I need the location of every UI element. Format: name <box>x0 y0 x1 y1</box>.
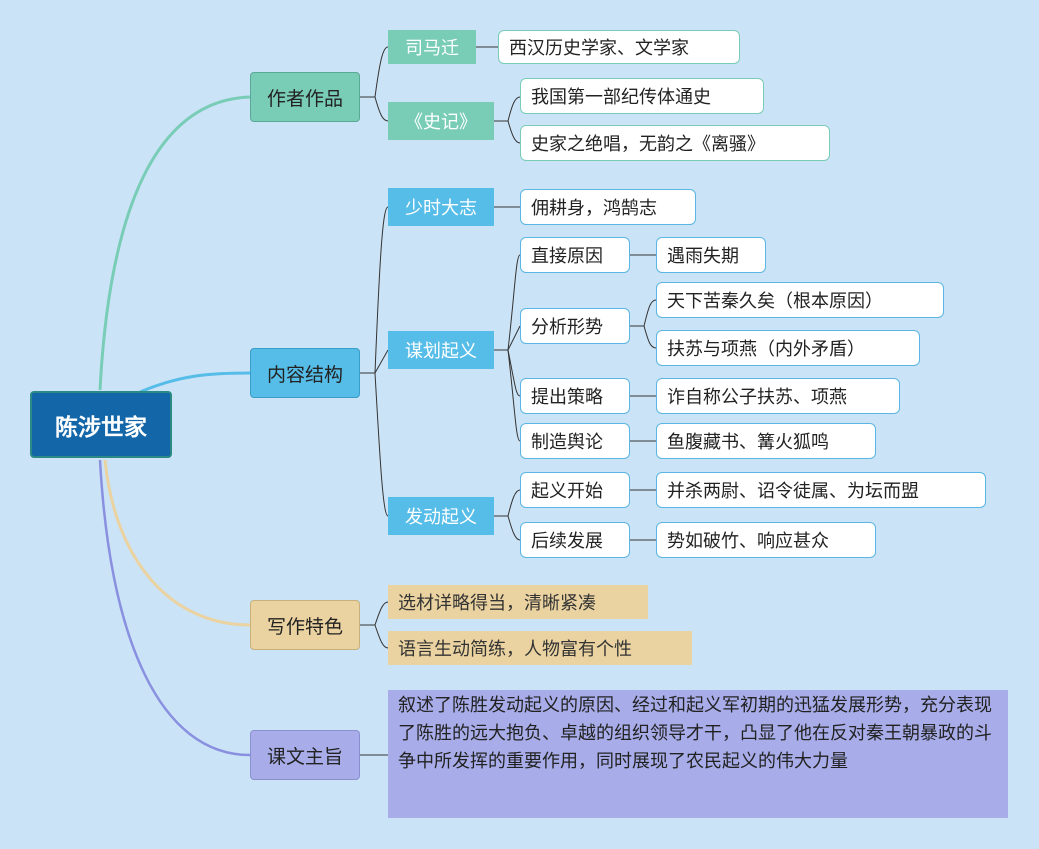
leaf-internal-external-conflict[interactable]: 扶苏与项燕（内外矛盾） <box>656 330 920 366</box>
topic-content-structure[interactable]: 内容结构 <box>250 348 360 398</box>
main-idea-text[interactable]: 叙述了陈胜发动起义的原因、经过和起义军初期的迅猛发展形势，充分表现了陈胜的远大抱… <box>388 690 1008 818</box>
content-sublinks <box>360 206 657 541</box>
leaf-root-cause[interactable]: 天下苦秦久矣（根本原因） <box>656 282 944 318</box>
branch-line-theme <box>98 459 251 757</box>
leaf-unstoppable-momentum[interactable]: 势如破竹、响应甚众 <box>656 522 876 558</box>
leaf-historians-masterpiece[interactable]: 史家之绝唱，无韵之《离骚》 <box>520 125 830 161</box>
leaf-fish-letter-fox-cry[interactable]: 鱼腹藏书、篝火狐鸣 <box>656 423 876 459</box>
node-analyze-situation[interactable]: 分析形势 <box>520 308 630 344</box>
topic-writing-features[interactable]: 写作特色 <box>250 600 360 650</box>
leaf-delayed-by-rain[interactable]: 遇雨失期 <box>656 237 766 273</box>
root-topic[interactable]: 陈涉世家 <box>30 391 172 458</box>
subtopic-youthful-ambition[interactable]: 少时大志 <box>388 188 494 226</box>
subtopic-sima-qian[interactable]: 司马迁 <box>388 30 476 64</box>
author-sublinks <box>360 46 521 144</box>
branch-line-feature <box>103 459 251 627</box>
feature-material-selection[interactable]: 选材详略得当，清晰紧凑 <box>388 585 648 619</box>
subtopic-planning-uprising[interactable]: 谋划起义 <box>388 331 494 369</box>
node-propose-strategy[interactable]: 提出策略 <box>520 378 630 414</box>
topic-author-works[interactable]: 作者作品 <box>250 72 360 122</box>
node-create-public-opinion[interactable]: 制造舆论 <box>520 423 630 459</box>
leaf-historian[interactable]: 西汉历史学家、文学家 <box>498 30 740 64</box>
feature-vivid-language[interactable]: 语言生动简练，人物富有个性 <box>388 631 692 665</box>
leaf-first-biographical-history[interactable]: 我国第一部纪传体通史 <box>520 78 764 114</box>
subtopic-launching-uprising[interactable]: 发动起义 <box>388 497 494 535</box>
branch-line-author <box>98 95 251 391</box>
leaf-farmer-with-ambition[interactable]: 佣耕身，鸿鹄志 <box>520 189 696 225</box>
node-direct-cause[interactable]: 直接原因 <box>520 237 630 273</box>
subtopic-shiji[interactable]: 《史记》 <box>388 102 494 140</box>
feature-sublinks <box>360 601 389 649</box>
leaf-impersonate-fusu-xiangyan[interactable]: 诈自称公子扶苏、项燕 <box>656 378 900 414</box>
leaf-kill-officers-swear-oath[interactable]: 并杀两尉、诏令徒属、为坛而盟 <box>656 472 986 508</box>
node-uprising-start[interactable]: 起义开始 <box>520 472 630 508</box>
node-subsequent-development[interactable]: 后续发展 <box>520 522 630 558</box>
branch-line-content <box>139 371 251 394</box>
topic-main-idea[interactable]: 课文主旨 <box>250 730 360 780</box>
